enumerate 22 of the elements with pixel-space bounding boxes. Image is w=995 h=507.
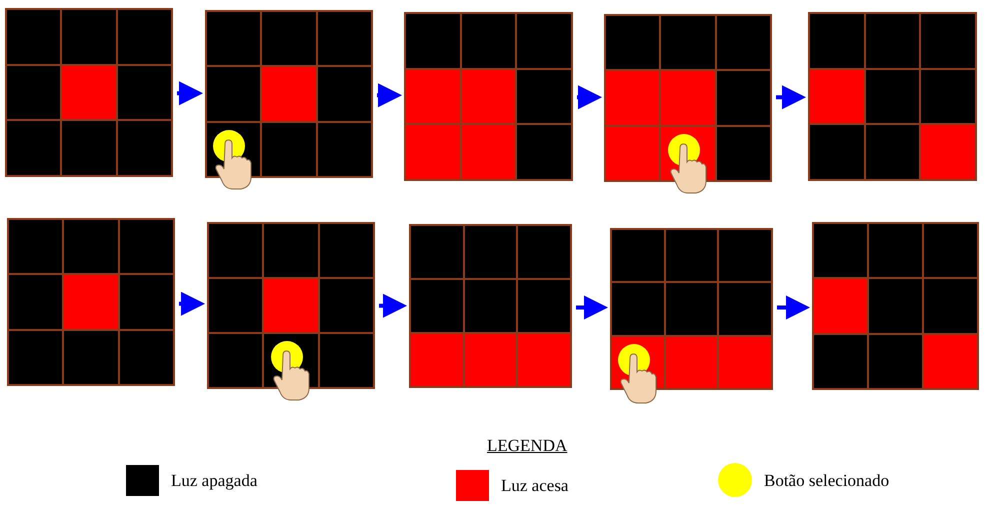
arrow	[776, 85, 806, 110]
light-grid	[7, 218, 175, 386]
light-grid	[610, 228, 773, 390]
light-grid	[812, 222, 979, 390]
arrow	[377, 83, 402, 108]
light-grid	[808, 12, 977, 181]
legend-text: Luz apagada	[171, 472, 258, 489]
light-grid	[404, 12, 573, 181]
light-grid	[205, 10, 373, 178]
legend-text: Luz acesa	[501, 477, 568, 494]
light-grid	[409, 224, 572, 388]
light-grid	[207, 222, 375, 389]
arrow	[179, 292, 205, 316]
arrow	[379, 294, 407, 318]
legend-heading: LEGENDA	[487, 437, 568, 454]
arrow	[576, 296, 608, 320]
arrow	[177, 81, 203, 106]
legend-text: Botão selecionado	[764, 472, 890, 488]
light-grid	[5, 8, 173, 177]
light-grid	[604, 14, 772, 182]
arrow	[777, 296, 810, 320]
arrow	[577, 85, 602, 110]
